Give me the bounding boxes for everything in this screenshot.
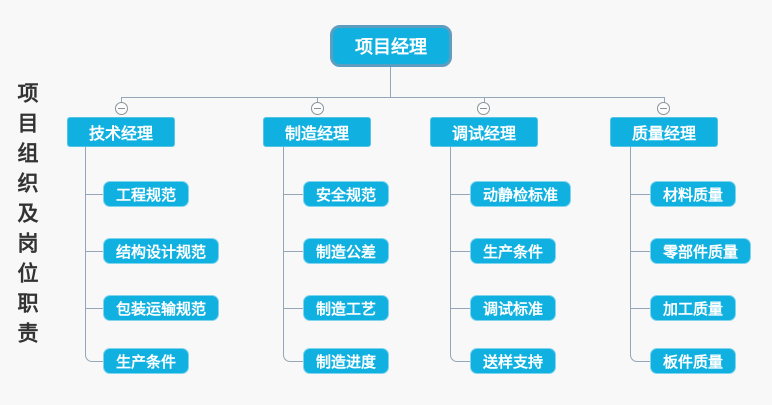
leaf-node[interactable]: 生产条件: [470, 238, 557, 264]
minus-glyph: [314, 108, 321, 109]
connector-spine: [630, 147, 651, 362]
collapse-minus-icon[interactable]: [311, 102, 324, 115]
leaf-node[interactable]: 调试标准: [470, 295, 557, 321]
node-manufacturing-manager[interactable]: 制造经理: [263, 117, 371, 147]
connector-branch-drop: [484, 97, 485, 103]
connector-stub: [630, 251, 650, 252]
leaf-node[interactable]: 结构设计规范: [103, 238, 220, 264]
connector-branch-drop: [121, 97, 122, 103]
connector-stub: [85, 251, 103, 252]
connector-stub: [283, 194, 303, 195]
minus-glyph: [480, 108, 487, 109]
leaf-node[interactable]: 加工质量: [650, 295, 737, 321]
minus-glyph: [118, 108, 125, 109]
leaf-node[interactable]: 零部件质量: [650, 238, 752, 264]
connector-stub: [450, 194, 470, 195]
leaf-node[interactable]: 材料质量: [650, 181, 737, 207]
node-commissioning-manager[interactable]: 调试经理: [430, 117, 538, 147]
connector-stub: [450, 251, 470, 252]
node-project-manager[interactable]: 项目经理: [330, 25, 452, 67]
connector-bus: [121, 97, 664, 98]
leaf-node[interactable]: 动静检标准: [470, 181, 572, 207]
leaf-node[interactable]: 工程规范: [103, 181, 190, 207]
connector-branch-drop: [664, 97, 665, 103]
collapse-minus-icon[interactable]: [115, 102, 128, 115]
leaf-node[interactable]: 生产条件: [103, 348, 190, 374]
leaf-node[interactable]: 安全规范: [303, 181, 390, 207]
leaf-node[interactable]: 板件质量: [650, 348, 737, 374]
leaf-node[interactable]: 制造工艺: [303, 295, 390, 321]
node-quality-manager[interactable]: 质量经理: [610, 117, 718, 147]
connector-stub: [283, 308, 303, 309]
connector-root-drop: [390, 67, 391, 97]
connector-branch-drop: [317, 97, 318, 103]
connector-stub: [630, 308, 650, 309]
connector-stub: [450, 308, 470, 309]
connector-stub: [630, 194, 650, 195]
connector-stub: [85, 194, 103, 195]
leaf-node[interactable]: 制造进度: [303, 348, 390, 374]
node-technical-manager[interactable]: 技术经理: [67, 117, 175, 147]
chart-title: 项目组织及岗位职责: [15, 82, 38, 352]
collapse-minus-icon[interactable]: [477, 102, 490, 115]
leaf-node[interactable]: 制造公差: [303, 238, 390, 264]
connector-spine: [85, 147, 104, 362]
minus-glyph: [660, 108, 667, 109]
collapse-minus-icon[interactable]: [657, 102, 670, 115]
connector-spine: [283, 147, 304, 362]
leaf-node[interactable]: 送样支持: [470, 348, 557, 374]
connector-stub: [283, 251, 303, 252]
leaf-node[interactable]: 包装运输规范: [103, 295, 220, 321]
connector-spine: [450, 147, 471, 362]
connector-stub: [85, 308, 103, 309]
